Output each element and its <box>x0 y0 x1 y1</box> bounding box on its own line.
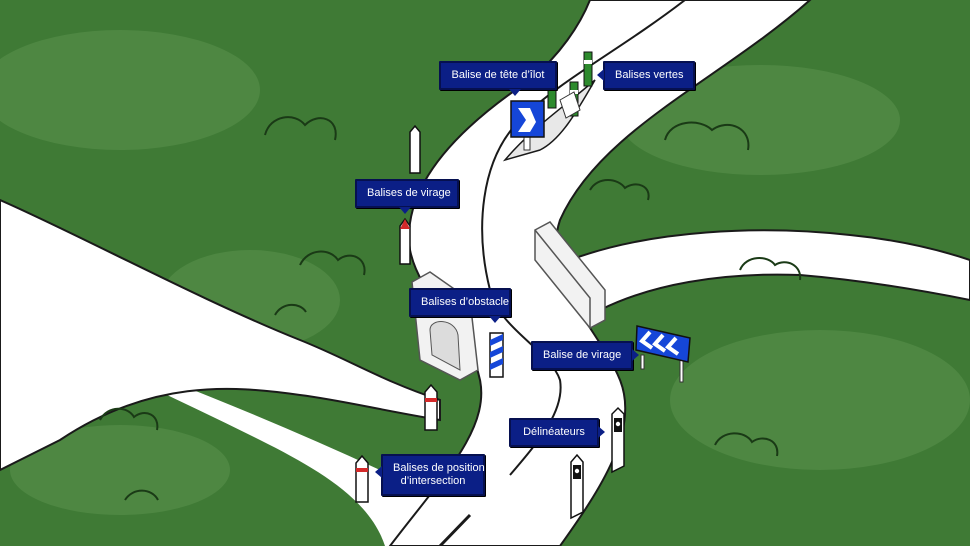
intersection-marker-center <box>424 383 438 431</box>
callout-intersection: Balises de position d’intersection <box>375 454 485 496</box>
chevron-curve-sign <box>635 325 691 383</box>
callout-delineateurs: Délinéateurs <box>509 418 605 447</box>
callout-pointer <box>399 207 411 214</box>
callout-virage-single: Balise de virage <box>531 341 640 370</box>
curve-marker-post-top <box>409 124 421 174</box>
obstacle-marker <box>489 332 504 378</box>
road-center-line <box>481 0 686 476</box>
callout-delineateurs-text: Délinéateurs <box>523 426 585 438</box>
callout-pointer <box>509 89 521 96</box>
road-left <box>0 200 470 546</box>
callout-intersection-text-line2: d’intersection <box>400 475 466 487</box>
bridge-barrier <box>534 221 606 329</box>
delineator-lower <box>570 453 584 520</box>
curve-marker-post-red <box>399 217 411 265</box>
callout-pointer <box>375 466 382 478</box>
road-right <box>568 229 970 312</box>
island-head-sign <box>510 100 545 151</box>
road-left-main <box>0 198 441 472</box>
intersection-marker-left <box>355 454 369 503</box>
callout-tete-ilot: Balise de tête d’îlot <box>439 61 557 96</box>
callout-pointer <box>597 69 604 81</box>
callout-vertes: Balises vertes <box>597 61 696 90</box>
callout-pointer <box>632 349 640 361</box>
callout-vertes-text: Balises vertes <box>615 69 684 81</box>
callout-obstacle: Balises d’obstacle <box>409 288 511 323</box>
delineator-upper <box>611 406 625 474</box>
callout-virage-multi-text: Balises de virage <box>367 187 451 199</box>
callout-pointer <box>598 426 605 438</box>
callout-tete-ilot-text: Balise de tête d’îlot <box>451 69 545 81</box>
road-main <box>388 0 812 546</box>
callout-intersection-text-line1: Balises de position <box>393 462 485 474</box>
callout-virage-single-text: Balise de virage <box>543 349 622 361</box>
callout-virage-multi: Balises de virage <box>355 179 459 214</box>
green-markers <box>547 51 593 119</box>
callout-pointer <box>489 316 501 323</box>
callout-obstacle-text: Balises d’obstacle <box>421 296 510 308</box>
bushes <box>99 116 802 501</box>
grass-texture <box>0 30 970 515</box>
road-dash <box>438 513 472 546</box>
